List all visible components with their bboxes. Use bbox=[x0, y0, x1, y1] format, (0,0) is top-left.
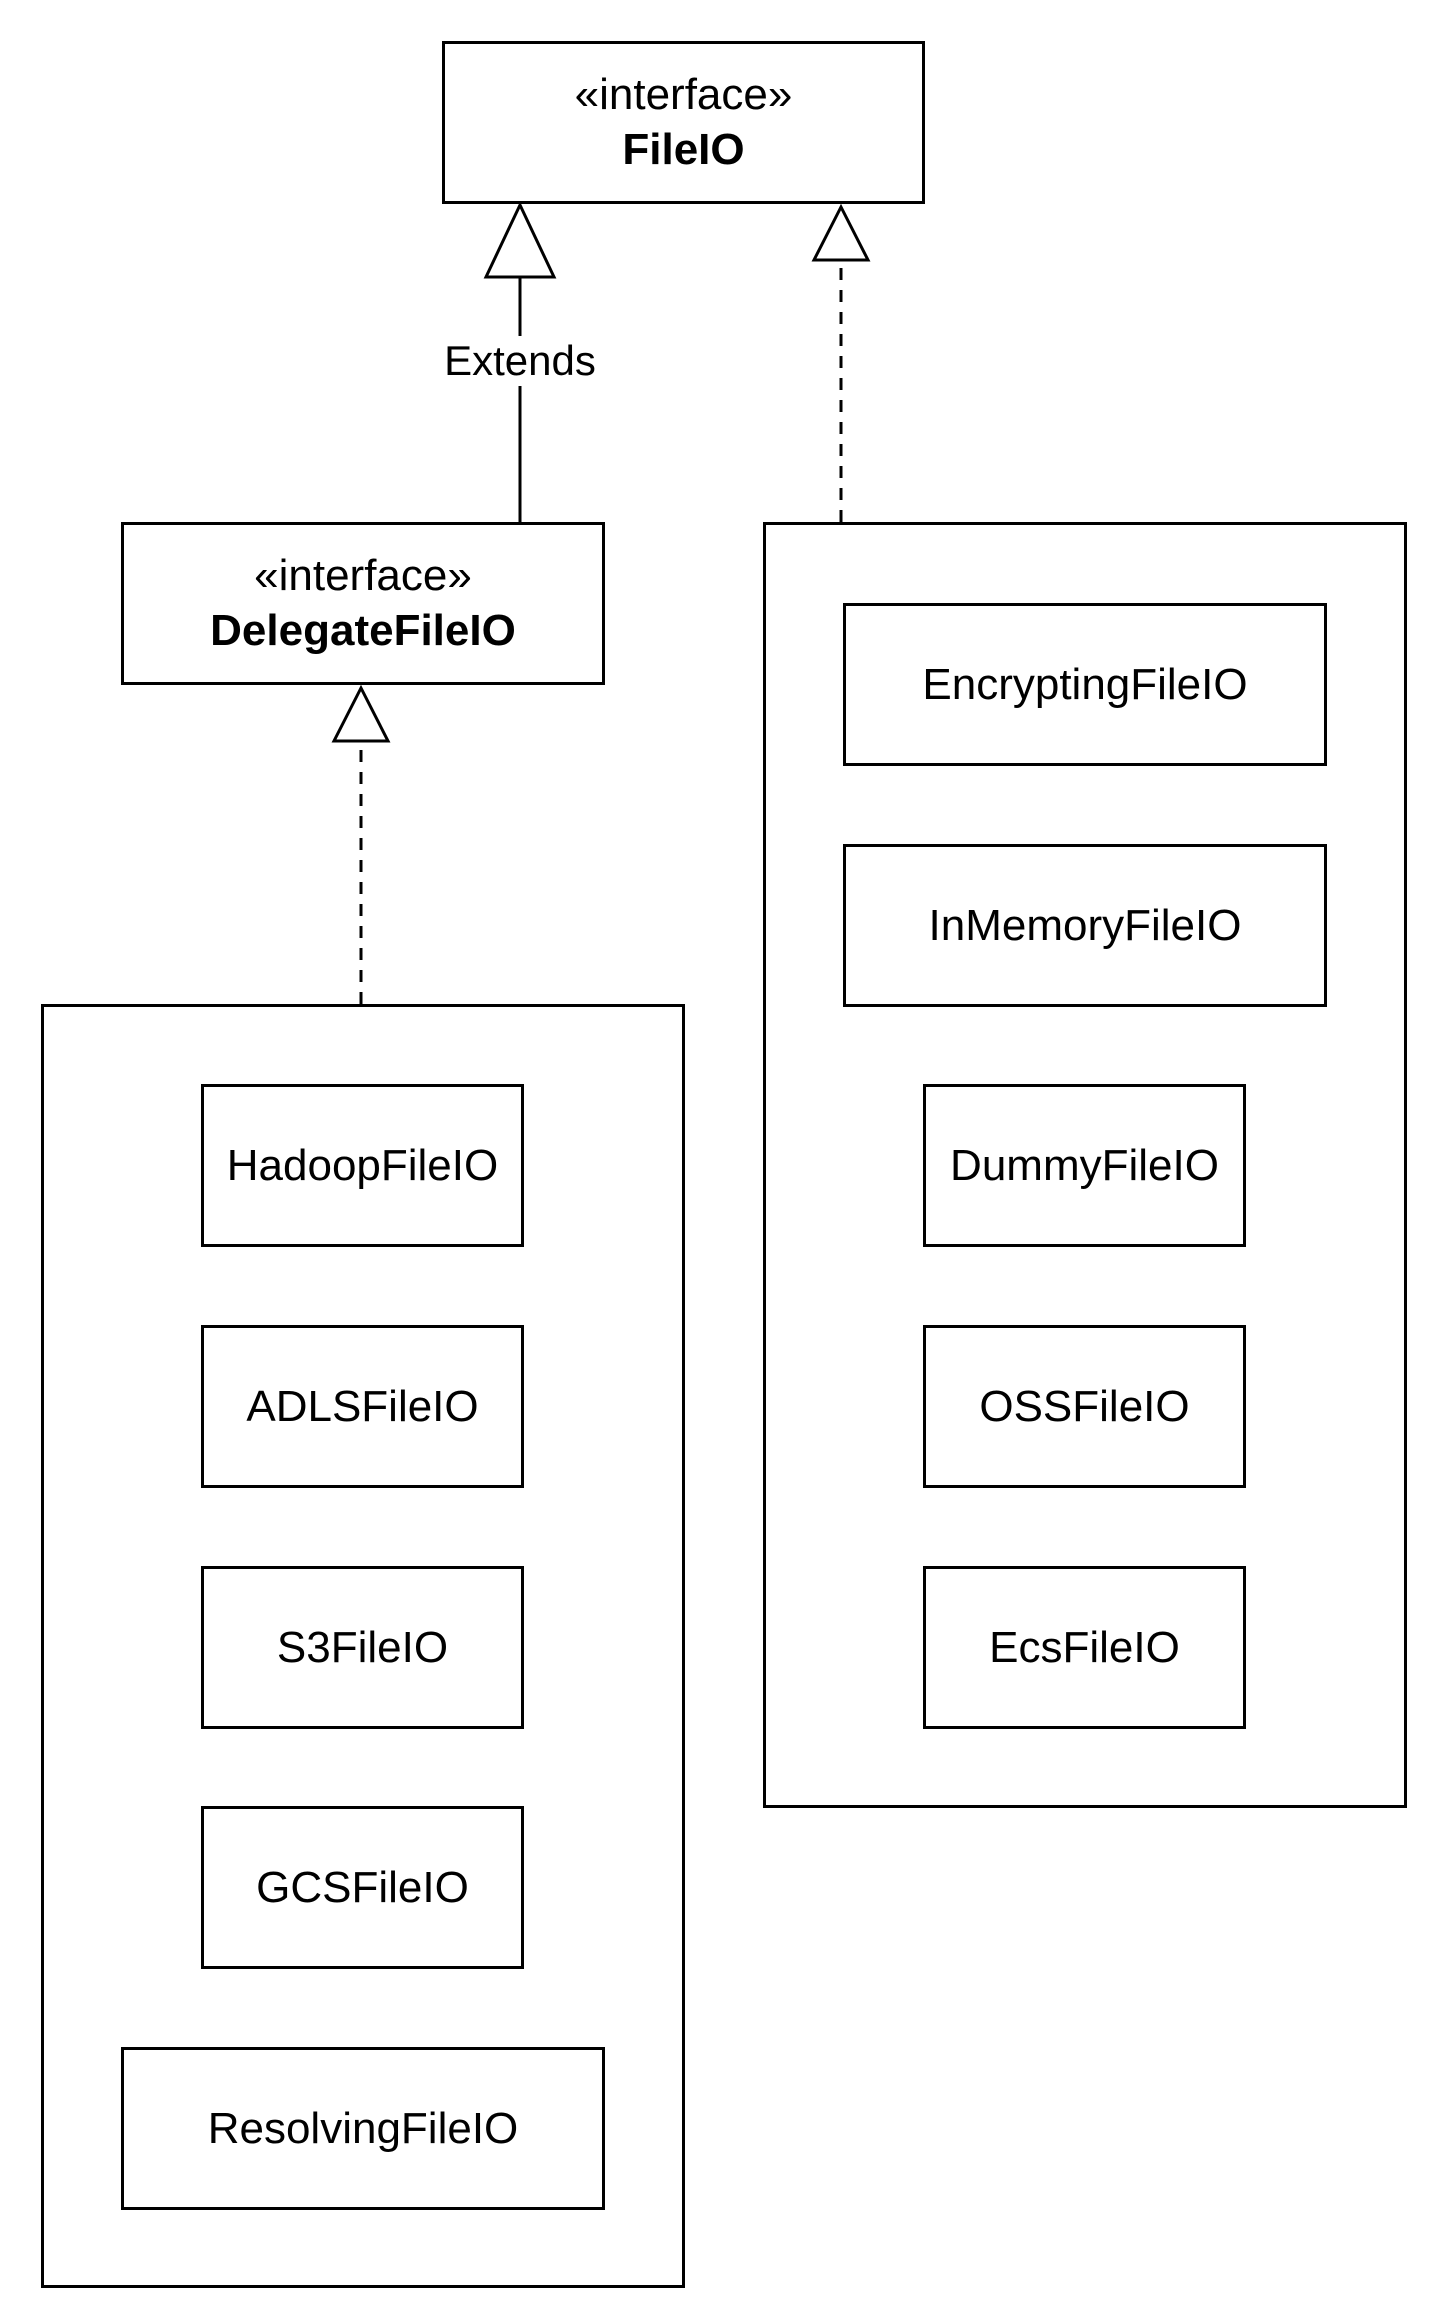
class-name: ResolvingFileIO bbox=[207, 2103, 519, 2153]
realizes-delegate-arrowhead bbox=[331, 684, 391, 743]
class-name: DummyFileIO bbox=[950, 1140, 1219, 1190]
delegate-implementations-group bbox=[41, 1004, 685, 2288]
class-name: OSSFileIO bbox=[979, 1381, 1190, 1431]
delegatefileio-stereotype: «interface» bbox=[254, 550, 472, 600]
class-box-hadoopfileio: HadoopFileIO bbox=[201, 1084, 524, 1247]
fileio-name: FileIO bbox=[622, 124, 745, 174]
class-name: S3FileIO bbox=[276, 1622, 449, 1672]
fileio-interface-box: «interface» FileIO bbox=[442, 41, 925, 204]
class-box-encryptingfileio: EncryptingFileIO bbox=[843, 603, 1327, 766]
extends-label: Extends bbox=[438, 336, 602, 386]
class-name: InMemoryFileIO bbox=[928, 900, 1242, 950]
class-box-s3fileio: S3FileIO bbox=[201, 1566, 524, 1729]
class-name: EncryptingFileIO bbox=[922, 659, 1248, 709]
delegatefileio-name: DelegateFileIO bbox=[210, 605, 516, 655]
class-box-ossfileio: OSSFileIO bbox=[923, 1325, 1246, 1488]
fileio-implementations-group bbox=[763, 522, 1407, 1808]
class-name: HadoopFileIO bbox=[226, 1140, 499, 1190]
class-box-inmemoryfileio: InMemoryFileIO bbox=[843, 844, 1327, 1007]
class-name: GCSFileIO bbox=[256, 1862, 469, 1912]
class-box-gcsfileio: GCSFileIO bbox=[201, 1806, 524, 1969]
class-box-ecsfileio: EcsFileIO bbox=[923, 1566, 1246, 1729]
class-name: ADLSFileIO bbox=[246, 1381, 479, 1431]
class-name: EcsFileIO bbox=[989, 1622, 1180, 1672]
delegatefileio-interface-box: «interface» DelegateFileIO bbox=[121, 522, 605, 685]
class-box-dummyfileio: DummyFileIO bbox=[923, 1084, 1246, 1247]
extends-arrowhead bbox=[483, 201, 557, 279]
realizes-fileio-arrowhead bbox=[811, 203, 871, 262]
class-box-adlsfileio: ADLSFileIO bbox=[201, 1325, 524, 1488]
fileio-stereotype: «interface» bbox=[574, 69, 793, 119]
class-box-resolvingfileio: ResolvingFileIO bbox=[121, 2047, 605, 2210]
